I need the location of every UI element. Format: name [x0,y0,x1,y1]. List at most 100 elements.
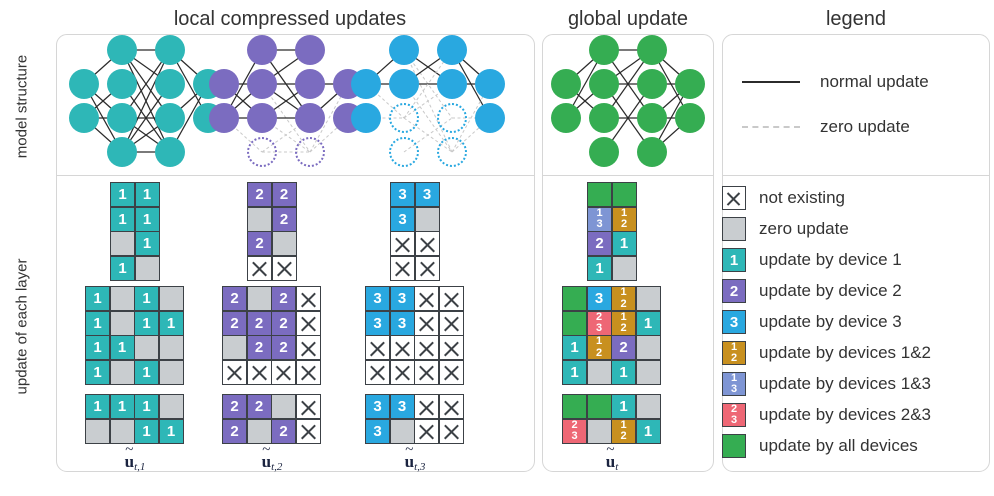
legend-line-zero-update: zero update [742,117,910,137]
legend-swatch-device-1: 1 [722,248,746,272]
matrix-cell-device-1: 1 [111,183,134,206]
matrix-cell-not-existing [247,360,271,384]
network-node [351,69,381,99]
matrix-cell-not-existing [439,419,463,443]
matrix-cell-not-existing [296,395,320,418]
device-1-network [66,35,223,168]
matrix-cell-device-2: 2 [272,207,296,231]
cell-top-digit: 1 [595,335,603,348]
matrix-cell-device-1: 1 [111,207,134,231]
network-node [107,137,137,167]
network-node-pruned [247,137,277,167]
matrix-cell-all-devices [563,311,586,335]
matrix-cell-device-1: 1 [612,360,635,384]
matrix-label-device1: ~ut,1 [75,442,195,473]
matrix-cell-not-existing [391,256,414,280]
legend-swatch-label: update by devices 1&3 [759,374,932,393]
legend-swatch-label: zero update [759,219,849,238]
matrix-cell-device-3: 3 [390,311,414,335]
matrix-cell-device-2: 2 [223,395,246,418]
divider-local [56,175,535,176]
cell-top-digit: 1 [620,418,627,431]
matrix-cell-not-existing [439,360,463,384]
tilde-accent: ~ [262,442,271,458]
matrix-cell-not-existing [415,232,439,255]
legend-item-all-devices: update by all devices [722,434,918,458]
network-edges [83,49,209,153]
matrix-cell-zero-update [636,336,660,359]
matrix-cell-zero-update [86,419,109,443]
legend-item-zero-update: zero update [722,217,849,241]
vector-subscript: t,2 [271,461,283,473]
matrix-cell-zero-update [636,287,660,310]
legend-swatch-zero-update [722,217,746,241]
legend-swatch-label: update by device 2 [759,281,902,300]
matrix-cell-not-existing [439,395,463,418]
matrix-cell-device-2: 2 [223,419,246,443]
network-node [475,103,505,133]
network-node [637,137,667,167]
vector-symbol: u [605,452,616,471]
matrix-cell-not-existing [296,360,320,384]
matrix-cell-not-existing [366,360,389,384]
matrix-cell-zero-update [415,207,439,231]
matrix-cell-zero-update [223,336,246,359]
matrix-cell-device-2: 2 [612,336,635,359]
matrix-cell-not-existing [415,395,438,418]
legend-item-device-2: 2 update by device 2 [722,279,902,303]
vector-subscript: t,1 [134,461,146,473]
divider-global [542,175,714,176]
matrix-cell-zero-update [636,395,660,418]
network-node [351,103,381,133]
vector-subscript: t [615,461,619,473]
matrix-cell-device-2: 2 [248,183,271,206]
legend-swatch-device-3: 3 [722,310,746,334]
network-node [389,69,419,99]
matrix-cell-all-devices [588,183,611,206]
legend-swatch-device-2: 2 [722,279,746,303]
legend-swatch-label: update by devices 1&2 [759,343,932,362]
matrix-cell-zero-update [110,311,134,335]
matrix-cell-device-2: 2 [223,287,246,310]
network-node [247,35,277,65]
matrix-cell-device-1: 1 [86,336,109,359]
network-node [155,35,185,65]
network-node [295,69,325,99]
cell-top-digit: 1 [596,206,603,219]
matrix-label-device3: ~ut,3 [355,442,475,473]
network-node [475,69,505,99]
network-node [437,35,467,65]
matrix-cell-not-existing [223,360,246,384]
network-edges [565,49,691,153]
matrix-cell-zero-update [159,336,183,359]
swatch-bottom-digit: 3 [730,383,738,395]
cell-top-digit: 2 [571,418,578,431]
matrix-cell-device-1: 1 [135,183,159,206]
matrix-cell-not-existing [415,287,438,310]
matrix-cell-not-existing [415,360,438,384]
matrix-cell-device-1: 1 [86,395,109,418]
matrix-cell-zero-update [110,419,134,443]
matrix-cell-not-existing [296,311,320,335]
column-title-global: global update [567,8,689,30]
matrix-cell-device-1: 1 [111,256,134,280]
matrix-cell-not-existing [366,336,389,359]
tilde-accent: ~ [125,442,134,458]
matrix-cell-not-existing [439,336,463,359]
vector-symbol: u [124,452,135,471]
network-node-pruned [437,137,467,167]
matrix-cell-device-1: 1 [159,419,183,443]
